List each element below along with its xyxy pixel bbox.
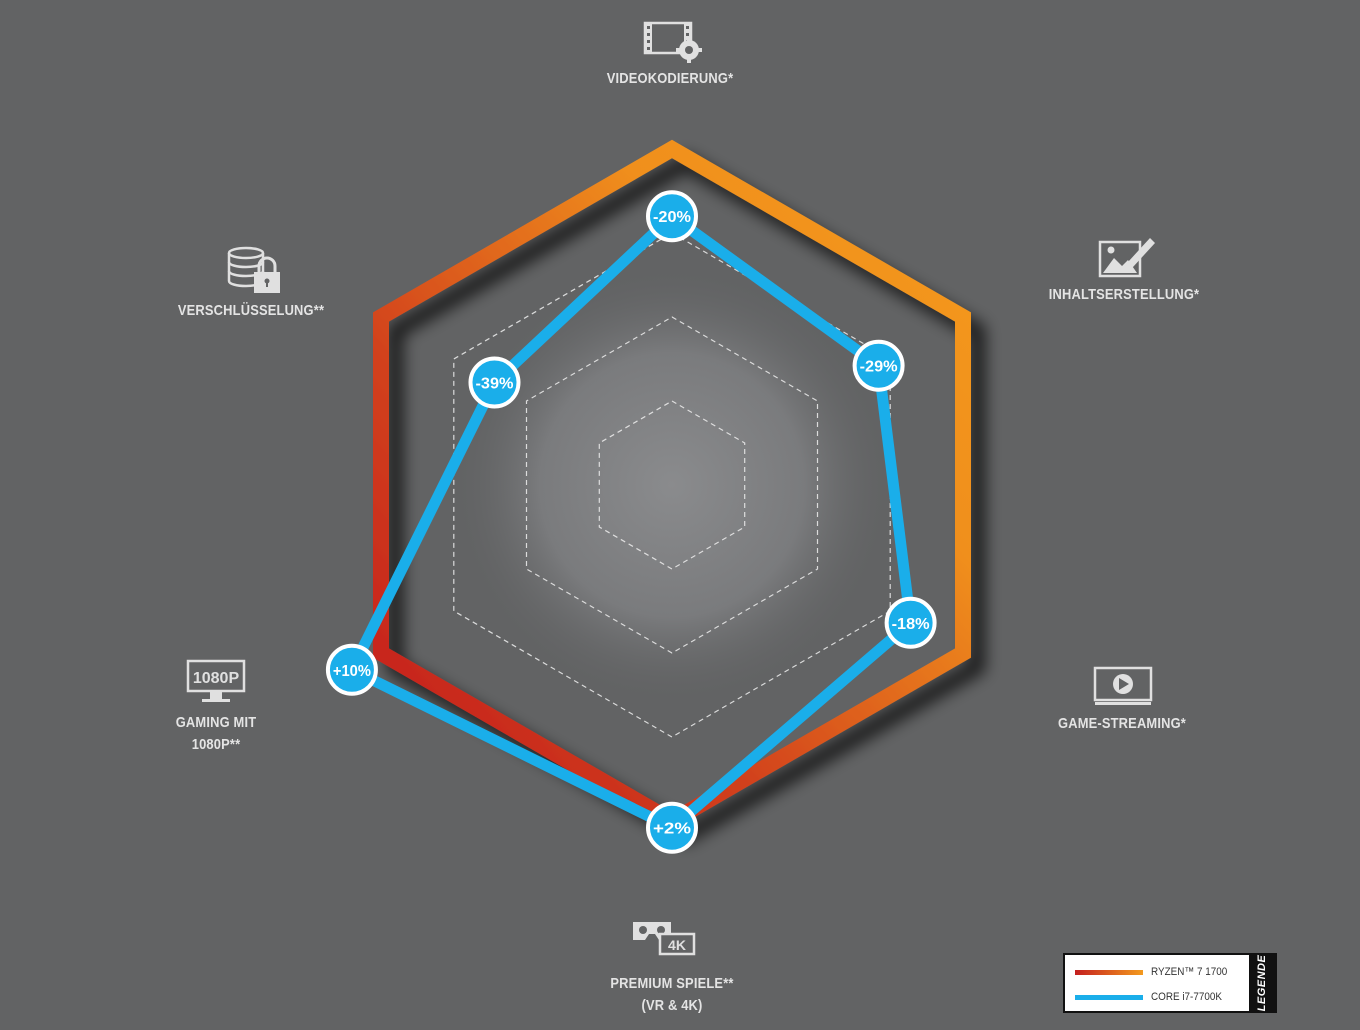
vr-4k-icon-text: 4K xyxy=(668,937,686,953)
grid-ring-2 xyxy=(525,316,819,654)
data-point-marker xyxy=(852,339,905,392)
monitor-1080p-icon-text: 1080P xyxy=(193,670,240,687)
data-point-label: -20% xyxy=(653,209,691,226)
play-screen-icon xyxy=(1093,666,1153,705)
center-glow xyxy=(452,265,892,705)
data-point: +2% xyxy=(646,801,698,854)
data-point-label: -39% xyxy=(475,376,513,393)
legend-swatch-core xyxy=(1075,994,1143,1000)
legend-item-core: CORE i7-7700K xyxy=(1075,989,1230,1005)
video-settings-icon xyxy=(643,21,702,63)
data-point-label: +10% xyxy=(333,663,371,680)
data-point: -20% xyxy=(646,190,698,243)
data-point-marker xyxy=(468,356,521,409)
data-point: -29% xyxy=(852,339,905,392)
data-point: -39% xyxy=(468,356,521,409)
legend-swatch-ryzen xyxy=(1075,969,1143,975)
legend: RYZEN™ 7 1700 CORE i7-7700K LEGENDE xyxy=(1063,953,1277,1013)
point-labels: -20% -29% -18% +2% +10% -39% xyxy=(325,190,937,854)
axis-label-verschluesselung: VERSCHLÜSSELUNG** xyxy=(177,302,325,319)
data-point: -18% xyxy=(884,596,937,649)
legend-label-ryzen: RYZEN™ 7 1700 xyxy=(1151,966,1228,978)
legend-title: LEGENDE xyxy=(1256,954,1268,1012)
data-point: +10% xyxy=(325,643,378,696)
axis-label-game-streaming: GAME-STREAMING* xyxy=(1057,715,1187,732)
data-point-marker xyxy=(325,643,378,696)
data-point-label: -29% xyxy=(860,359,898,376)
axis-label-premium-spiele: PREMIUM SPIELE** (VR & 4K) xyxy=(610,975,734,1014)
axis-label-gaming-1080p: GAMING MIT 1080P** xyxy=(175,714,257,753)
grid-ring-1 xyxy=(598,400,746,570)
data-point-marker xyxy=(884,596,937,649)
legend-tab: LEGENDE xyxy=(1249,955,1275,1011)
data-point-marker xyxy=(646,190,698,243)
image-edit-icon xyxy=(1098,238,1155,278)
legend-label-core: CORE i7-7700K xyxy=(1151,991,1222,1003)
data-point-label: -18% xyxy=(892,616,930,633)
database-lock-icon xyxy=(227,246,280,293)
legend-item-ryzen: RYZEN™ 7 1700 xyxy=(1075,964,1236,980)
data-point-marker xyxy=(646,801,698,854)
monitor-1080p-icon: 1080P xyxy=(186,659,246,702)
grid-rings xyxy=(453,232,891,738)
vr-4k-icon: 4K xyxy=(633,922,696,956)
axis-label-inhaltserstellung: INHALTSERSTELLUNG* xyxy=(1048,286,1200,303)
axis-label-videokodierung: VIDEOKODIERUNG* xyxy=(606,70,734,87)
data-point-label: +2% xyxy=(653,821,691,838)
